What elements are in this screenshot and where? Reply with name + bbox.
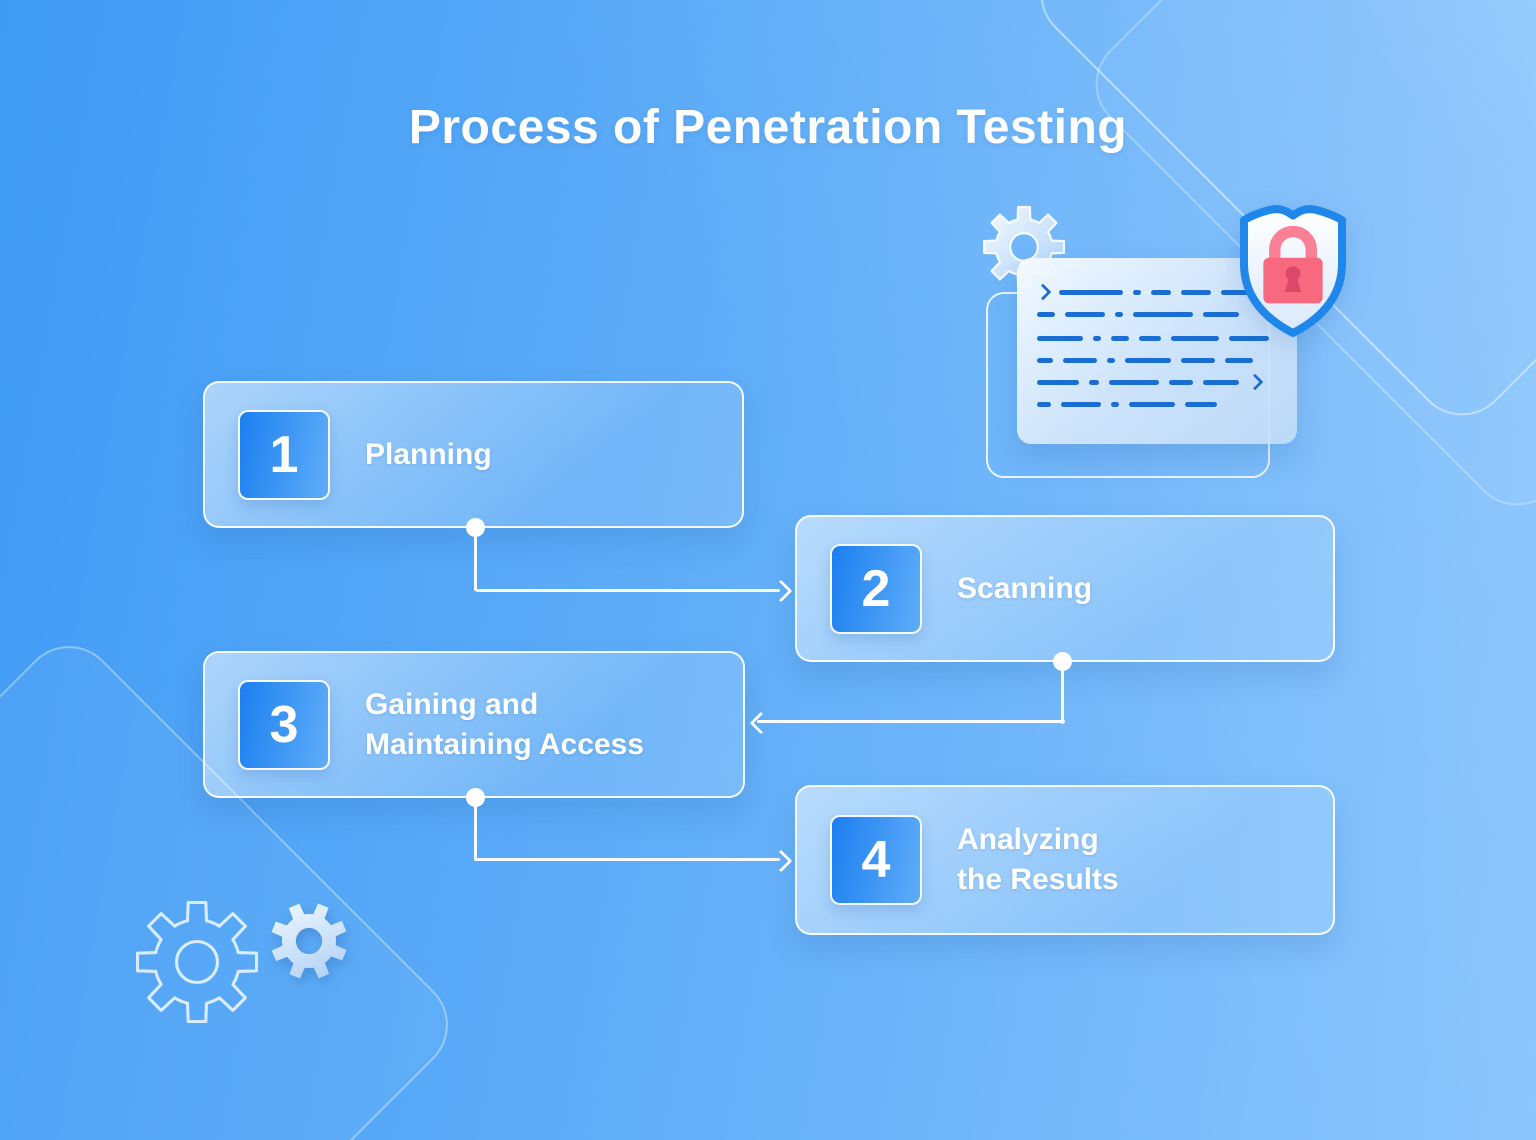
step-number-badge: 4: [830, 815, 922, 905]
code-line-segment: [1037, 335, 1083, 341]
code-line-segment: [1111, 335, 1129, 341]
code-line-segment: [1203, 311, 1239, 317]
arrow-left-icon: [749, 711, 773, 735]
code-line-row: [1037, 373, 1277, 391]
code-line-segment: [1181, 357, 1215, 363]
step-card-planning: 1 Planning: [203, 381, 744, 528]
code-line-segment: [1061, 401, 1101, 407]
code-line-segment: [1093, 335, 1101, 341]
code-line-segment: [1037, 379, 1079, 385]
connector-line-3: [474, 798, 477, 861]
code-line-segment: [1133, 289, 1141, 295]
code-line-segment: [1109, 379, 1159, 385]
step-card-scanning: 2 Scanning: [795, 515, 1335, 662]
code-line-segment: [1037, 311, 1055, 317]
code-lines: [1034, 283, 1277, 410]
chevron-right-icon: [1034, 283, 1052, 301]
code-line-segment: [1107, 357, 1115, 363]
lock-icon: [1263, 225, 1323, 304]
arrow-right-icon: [769, 849, 793, 873]
connector-dot-2: [1053, 652, 1072, 671]
code-line-segment: [1203, 379, 1239, 385]
connector-line-3: [476, 858, 780, 861]
code-line-segment: [1139, 335, 1161, 341]
code-line-segment: [1115, 311, 1123, 317]
code-line-row: [1037, 398, 1277, 410]
step-label: Scanning: [957, 571, 1093, 605]
code-line-segment: [1151, 289, 1171, 295]
code-line-segment: [1059, 289, 1123, 295]
code-line-segment: [1037, 401, 1051, 407]
page-title: Process of Penetration Testing: [408, 101, 1128, 154]
code-line-segment: [1185, 401, 1217, 407]
code-line-segment: [1111, 401, 1119, 407]
step-label: Analyzing the Results: [957, 823, 1119, 896]
gear-outline-icon: [135, 900, 259, 1024]
code-line-segment: [1037, 357, 1053, 363]
code-line-row: [1037, 332, 1277, 344]
step-number-badge: 2: [830, 543, 922, 634]
code-line-row: [1034, 283, 1277, 301]
code-line-segment: [1129, 401, 1175, 407]
step-label: Planning: [365, 437, 492, 471]
step-card-gaining-access: 3 Gaining and Maintaining Access: [203, 651, 745, 798]
code-line-segment: [1089, 379, 1099, 385]
connector-line-2: [757, 720, 1065, 723]
connector-line-1: [474, 528, 477, 591]
code-line-segment: [1065, 311, 1105, 317]
connector-dot-1: [466, 518, 485, 537]
code-line-segment: [1125, 357, 1171, 363]
code-line-segment: [1171, 335, 1219, 341]
code-line-segment: [1225, 357, 1253, 363]
code-line-segment: [1169, 379, 1193, 385]
shield-icon: [1239, 205, 1347, 337]
code-line-row: [1037, 354, 1277, 366]
code-line-segment: [1133, 311, 1193, 317]
connector-line-1: [476, 589, 780, 592]
code-line-segment: [1229, 335, 1269, 341]
code-line-segment: [1181, 289, 1211, 295]
connector-dot-3: [466, 788, 485, 807]
code-line-row: [1037, 308, 1277, 320]
step-card-analyzing-results: 4 Analyzing the Results: [795, 785, 1335, 935]
step-label: Gaining and Maintaining Access: [365, 687, 644, 761]
gear-icon: [271, 903, 347, 979]
arrow-right-icon: [769, 579, 793, 603]
chevron-right-icon: [1246, 373, 1264, 391]
step-number-badge: 3: [238, 679, 330, 770]
code-line-segment: [1063, 357, 1097, 363]
connector-line-2: [1061, 662, 1064, 724]
code-line-segment: [1221, 289, 1267, 295]
step-number-badge: 1: [238, 409, 330, 500]
